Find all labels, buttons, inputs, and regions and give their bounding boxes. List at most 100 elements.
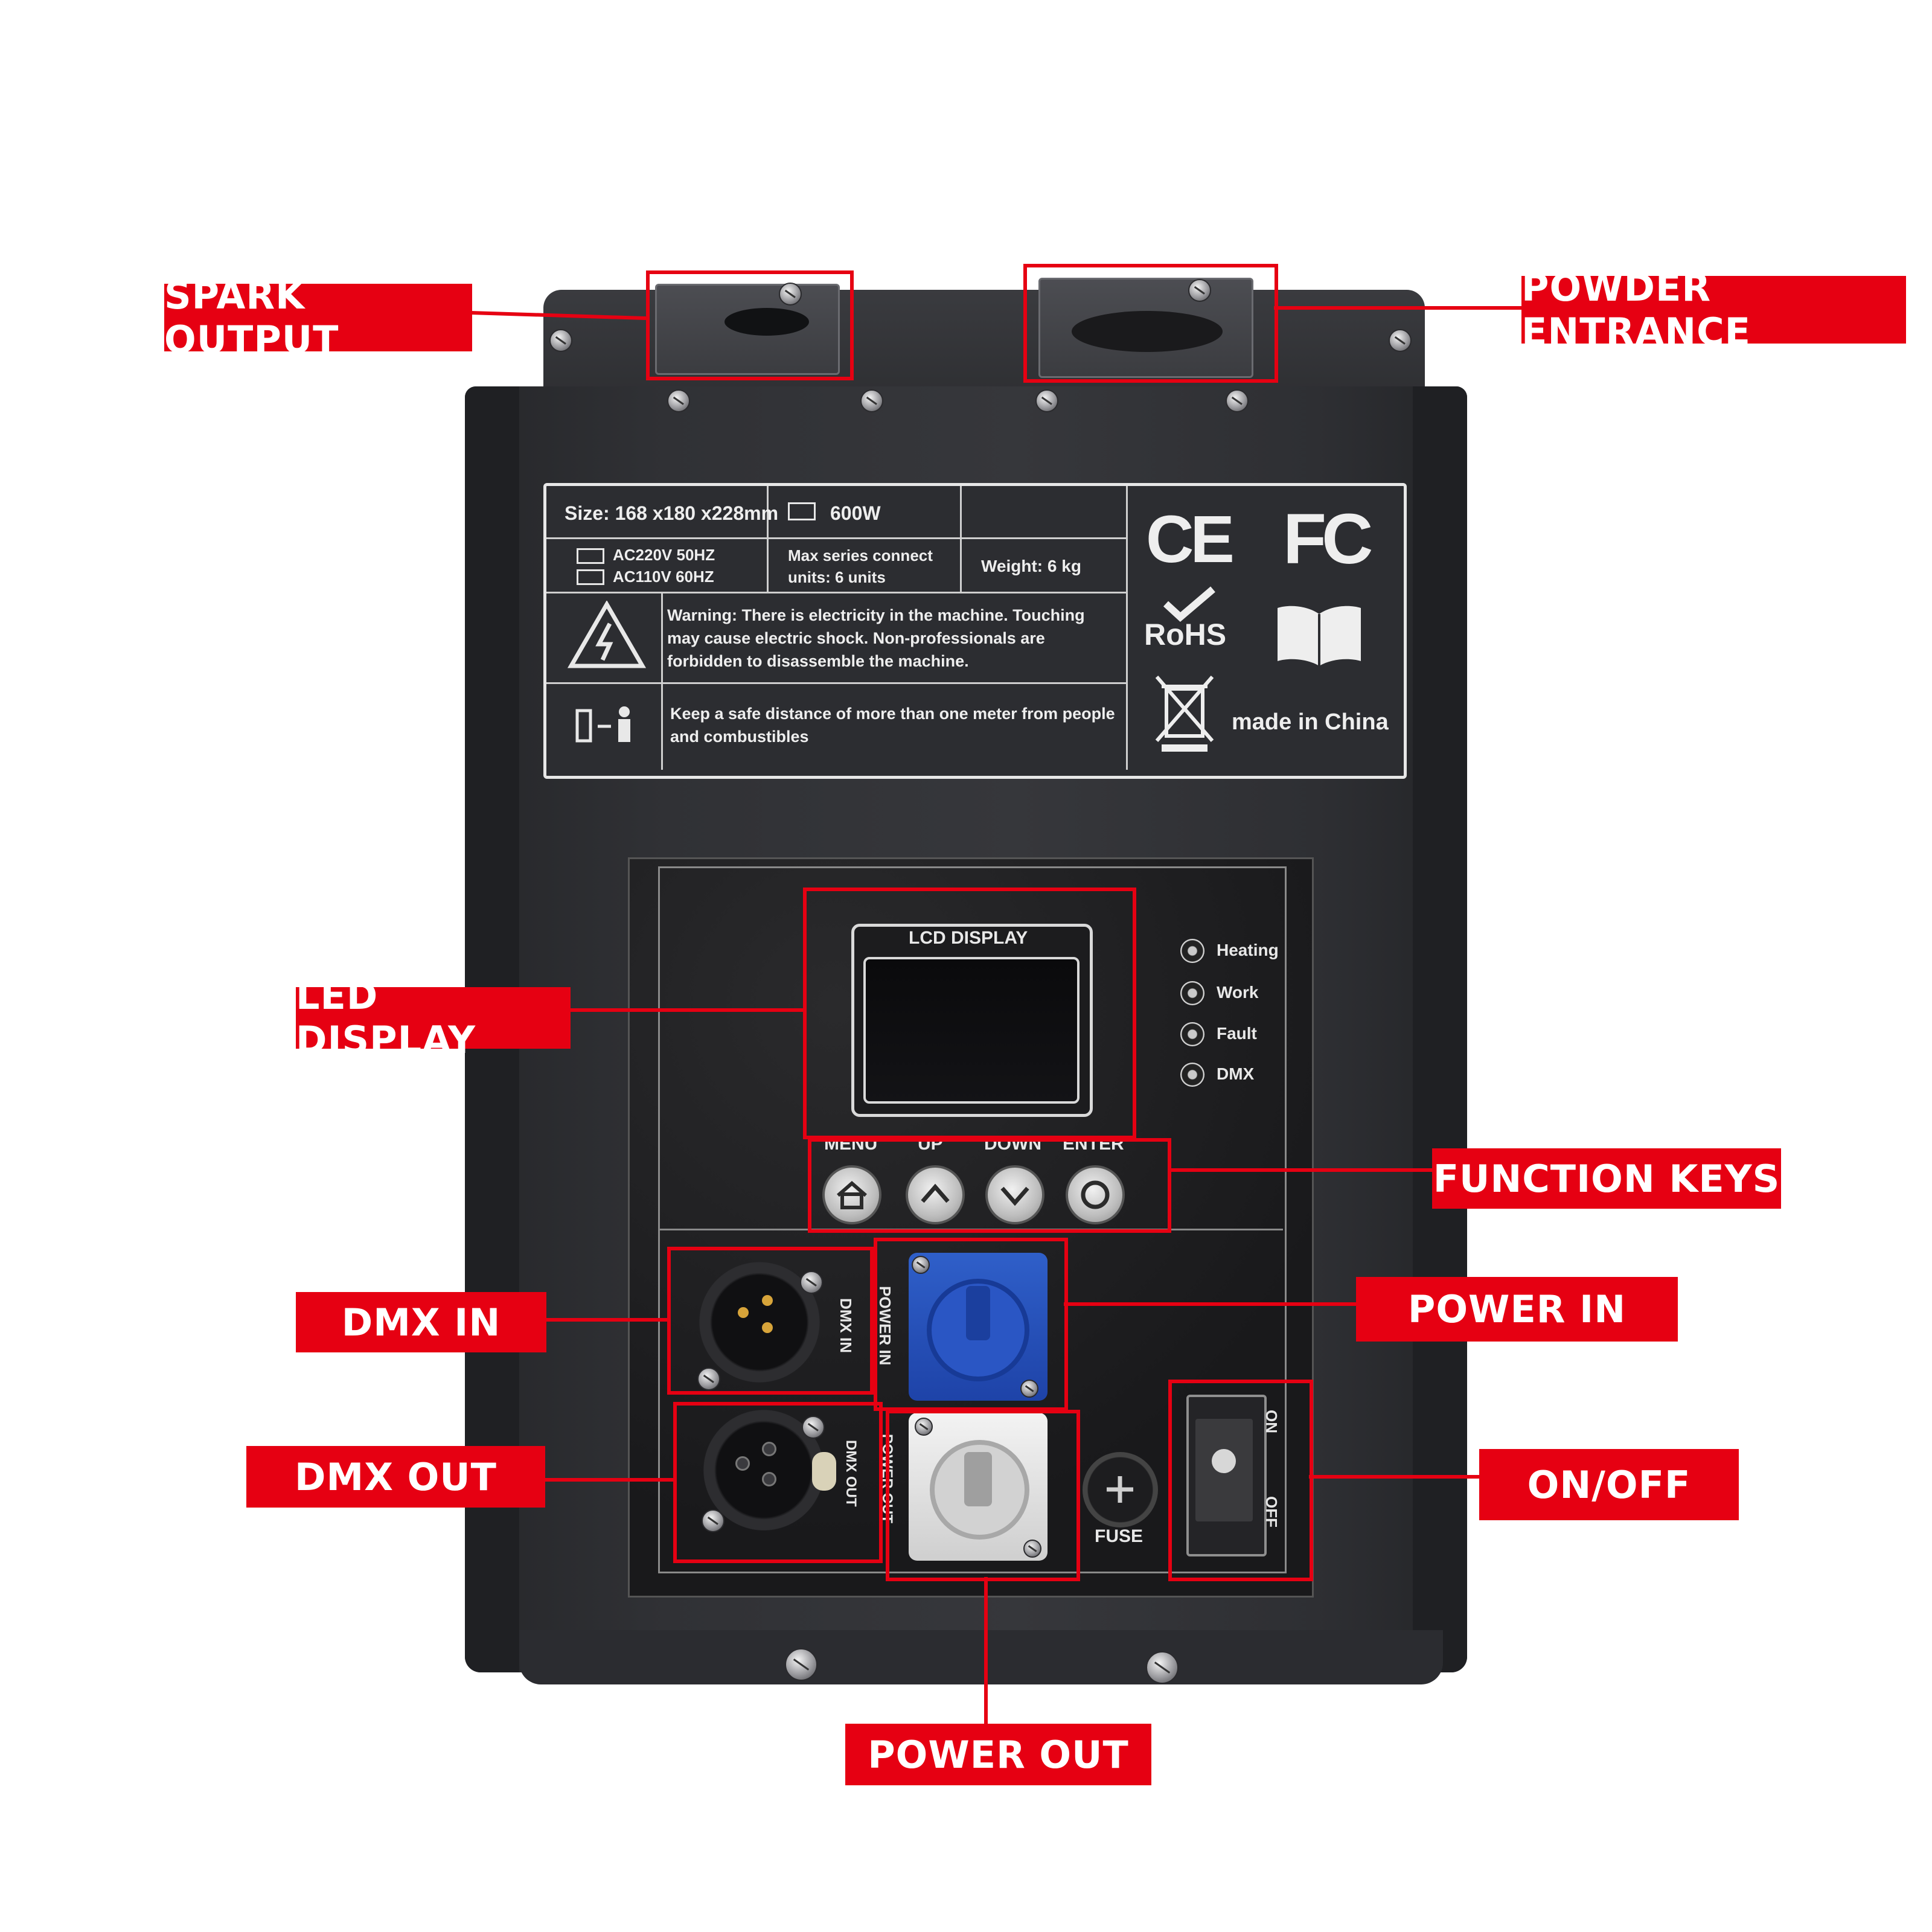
checkbox-icon: [577, 548, 604, 564]
screw-icon: [912, 1256, 930, 1274]
spec-divider: [546, 537, 1126, 539]
screw-icon: [697, 1367, 720, 1390]
latch-tab: [812, 1452, 836, 1491]
spec-divider: [661, 592, 663, 770]
heating-indicator-icon: [1180, 939, 1204, 963]
safe-distance-icon: [575, 706, 630, 743]
fault-indicator-icon: [1180, 1022, 1204, 1046]
panel-outline: [658, 866, 1287, 1573]
screw-icon: [549, 329, 572, 352]
led-display-callout: LED DISPLAY: [296, 974, 571, 1062]
power-in-leader: [1064, 1302, 1358, 1306]
switch-indicator-icon: [1212, 1449, 1236, 1473]
powder-entrance-callout: POWDER ENTRANCE: [1521, 266, 1906, 354]
screw-icon: [702, 1509, 724, 1532]
screw-icon: [1023, 1540, 1041, 1558]
ce-mark: CE: [1146, 502, 1235, 577]
dmx-out-callout: DMX OUT: [246, 1446, 545, 1508]
checkbox-icon: [577, 569, 604, 585]
weee-bin-icon: [1155, 676, 1214, 752]
device-edge-right: [1413, 386, 1467, 1672]
electric-warning-icon: [568, 601, 646, 668]
function-keys-callout: FUNCTION KEYS: [1432, 1148, 1781, 1209]
pin-icon: [735, 1456, 750, 1471]
spark-output-highlight: [646, 270, 854, 380]
power-in-port-label: POWER IN: [876, 1286, 894, 1366]
rohs-mark: RoHS: [1144, 618, 1227, 651]
screw-icon: [1146, 1651, 1179, 1684]
powder-entrance-leader: [1274, 306, 1521, 310]
powder-entrance-lid: [1072, 311, 1223, 352]
pin-icon: [738, 1307, 749, 1318]
function-keys-highlight: [808, 1138, 1171, 1233]
spec-divider: [546, 592, 1126, 593]
indicator-heating-label: Heating: [1217, 941, 1279, 959]
origin-text: made in China: [1232, 709, 1389, 735]
indicator-work-label: Work: [1217, 983, 1259, 1002]
on-off-callout: ON/OFF: [1479, 1449, 1739, 1520]
indicator-dmx-label: DMX: [1217, 1064, 1255, 1083]
spec-voltage-2: AC110V 60HZ: [613, 568, 714, 586]
chevron-up-icon: [921, 1183, 950, 1203]
dmx-in-leader: [543, 1318, 668, 1322]
spark-output-plate: [655, 284, 840, 375]
indicator-fault-label: Fault: [1217, 1024, 1257, 1043]
pin-icon: [762, 1442, 776, 1456]
led-display-highlight: [803, 888, 1136, 1139]
enter-button[interactable]: [1066, 1165, 1125, 1224]
spec-divider: [1126, 486, 1128, 770]
power-in-callout: POWER IN: [1356, 1277, 1678, 1342]
circle-icon: [1081, 1180, 1110, 1209]
work-indicator-icon: [1180, 981, 1204, 1005]
up-button[interactable]: [906, 1165, 965, 1224]
led-display-leader: [568, 1008, 804, 1012]
power-out-key: [964, 1452, 992, 1506]
spec-warning: Warning: There is electricity in the mac…: [667, 606, 1085, 670]
function-keys-leader: [1168, 1168, 1434, 1172]
pin-icon: [762, 1472, 776, 1486]
lcd-screen: [863, 957, 1080, 1104]
checkbox-icon: [788, 502, 816, 520]
screw-icon: [667, 389, 690, 412]
chevron-down-icon: [1000, 1186, 1029, 1206]
manual-book-icon: [1278, 606, 1361, 666]
dmx-in-port-label: DMX IN: [837, 1298, 855, 1353]
spec-divider: [767, 486, 769, 592]
check-icon: [1163, 586, 1215, 622]
screw-icon: [1188, 279, 1211, 302]
lcd-caption: LCD DISPLAY: [909, 928, 1028, 948]
spec-power: 600W: [830, 502, 881, 524]
dmx-out-port-label: DMX OUT: [843, 1440, 859, 1507]
menu-button[interactable]: [822, 1165, 881, 1224]
down-button[interactable]: [985, 1165, 1044, 1224]
fuse-label: FUSE: [1095, 1526, 1144, 1546]
spark-output-callout: SPARK OUTPUT: [164, 273, 472, 362]
screw-icon: [1389, 329, 1412, 352]
spark-output-nozzle: [724, 308, 809, 336]
screw-icon: [915, 1418, 933, 1436]
screw-icon: [860, 389, 883, 412]
power-in-key: [966, 1286, 990, 1340]
spec-size: Size: 168 x180 x228mm: [565, 502, 779, 524]
screw-icon: [1020, 1380, 1038, 1398]
spec-weight: Weight: 6 kg: [981, 557, 1081, 575]
plus-icon: [1107, 1476, 1133, 1503]
power-in-highlight: [874, 1238, 1068, 1411]
spec-label: [543, 483, 1407, 779]
screw-icon: [1035, 389, 1058, 412]
screw-icon: [779, 283, 802, 305]
pin-icon: [762, 1295, 773, 1306]
spec-distance: Keep a safe distance of more than one me…: [670, 705, 1115, 746]
spec-divider: [546, 682, 1126, 684]
on-off-leader: [1309, 1475, 1481, 1479]
switch-off-label: OFF: [1262, 1496, 1281, 1527]
spec-max-series: Max series connect units: 6 units: [788, 546, 933, 586]
powder-entrance-highlight: [1023, 264, 1278, 383]
spec-voltage-1: AC220V 50HZ: [613, 546, 715, 564]
dmx-indicator-icon: [1180, 1063, 1204, 1087]
power-out-callout: POWER OUT: [845, 1724, 1151, 1785]
device-base: [519, 1630, 1443, 1684]
screw-icon: [1226, 389, 1249, 412]
home-icon: [837, 1181, 867, 1209]
switch-on-label: ON: [1262, 1410, 1281, 1433]
